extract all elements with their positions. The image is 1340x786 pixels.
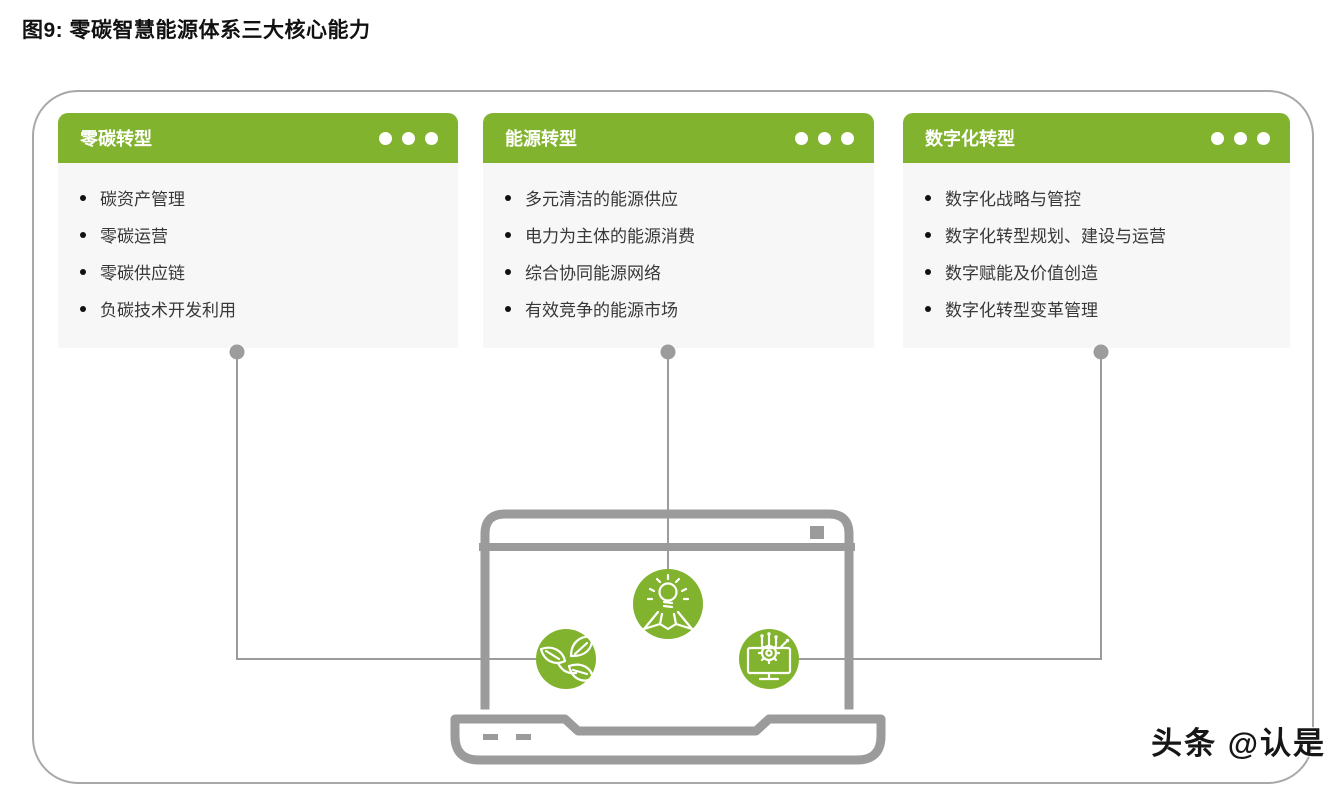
list-item-label: 数字化战略与管控 — [945, 190, 1081, 209]
list-item-label: 零碳供应链 — [100, 264, 185, 283]
window-dots-icon — [1211, 131, 1270, 145]
card-header: 数字化转型 — [903, 113, 1290, 163]
bullet-icon — [925, 305, 931, 312]
bullet-icon — [925, 231, 931, 238]
card-title: 能源转型 — [505, 129, 577, 149]
list-item: 数字化战略与管控 — [925, 179, 1272, 216]
window-dot-icon — [1257, 131, 1270, 145]
watermark: 头条 @认是 — [1151, 726, 1326, 761]
list-item: 负碳技术开发利用 — [80, 290, 440, 327]
list-item: 多元清洁的能源供应 — [505, 179, 856, 216]
list-item: 零碳供应链 — [80, 253, 440, 290]
list-item: 综合协同能源网络 — [505, 253, 856, 290]
list-item-label: 数字化转型变革管理 — [945, 301, 1098, 320]
card-header: 能源转型 — [483, 113, 874, 163]
list-item-label: 有效竞争的能源市场 — [525, 301, 678, 320]
card-zero-carbon: 零碳转型 碳资产管理 零碳运营 零碳供应链 负碳技术开发利用 — [58, 113, 458, 348]
window-dot-icon — [795, 131, 808, 145]
window-dots-icon — [379, 131, 438, 145]
card-body: 数字化战略与管控 数字化转型规划、建设与运营 数字赋能及价值创造 数字化转型变革… — [903, 163, 1290, 348]
list-item-label: 多元清洁的能源供应 — [525, 190, 678, 209]
card-body: 碳资产管理 零碳运营 零碳供应链 负碳技术开发利用 — [58, 163, 458, 348]
list-item: 数字赋能及价值创造 — [925, 253, 1272, 290]
window-dot-icon — [841, 131, 854, 145]
card-title: 零碳转型 — [80, 129, 152, 149]
card-title: 数字化转型 — [925, 129, 1015, 149]
window-dot-icon — [402, 131, 415, 145]
list-item: 碳资产管理 — [80, 179, 440, 216]
bullet-icon — [505, 268, 511, 275]
bullet-icon — [925, 194, 931, 201]
list-item-label: 数字赋能及价值创造 — [945, 264, 1098, 283]
window-dot-icon — [379, 131, 392, 145]
bullet-icon — [80, 194, 86, 201]
card-energy-transition: 能源转型 多元清洁的能源供应 电力为主体的能源消费 综合协同能源网络 有效竞争的… — [483, 113, 874, 348]
figure-title: 图9: 零碳智慧能源体系三大核心能力 — [22, 19, 371, 42]
bullet-icon — [925, 268, 931, 275]
bullet-icon — [80, 268, 86, 275]
list-item: 数字化转型规划、建设与运营 — [925, 216, 1272, 253]
window-dot-icon — [818, 131, 831, 145]
list-item: 零碳运营 — [80, 216, 440, 253]
bullet-icon — [505, 305, 511, 312]
list-item: 数字化转型变革管理 — [925, 290, 1272, 327]
window-dot-icon — [425, 131, 438, 145]
list-item-label: 数字化转型规划、建设与运营 — [945, 227, 1166, 246]
list-item-label: 综合协同能源网络 — [525, 264, 661, 283]
list-item-label: 电力为主体的能源消费 — [525, 227, 695, 246]
card-header: 零碳转型 — [58, 113, 458, 163]
list-item: 电力为主体的能源消费 — [505, 216, 856, 253]
list-item-label: 负碳技术开发利用 — [100, 301, 236, 320]
bullet-icon — [80, 305, 86, 312]
list-item-label: 零碳运营 — [100, 227, 168, 246]
card-digital-transformation: 数字化转型 数字化战略与管控 数字化转型规划、建设与运营 数字赋能及价值创造 数… — [903, 113, 1290, 348]
card-body: 多元清洁的能源供应 电力为主体的能源消费 综合协同能源网络 有效竞争的能源市场 — [483, 163, 874, 348]
bullet-icon — [505, 231, 511, 238]
window-dot-icon — [1211, 131, 1224, 145]
list-item-label: 碳资产管理 — [100, 190, 185, 209]
window-dot-icon — [1234, 131, 1247, 145]
bullet-icon — [505, 194, 511, 201]
window-dots-icon — [795, 131, 854, 145]
bullet-icon — [80, 231, 86, 238]
list-item: 有效竞争的能源市场 — [505, 290, 856, 327]
